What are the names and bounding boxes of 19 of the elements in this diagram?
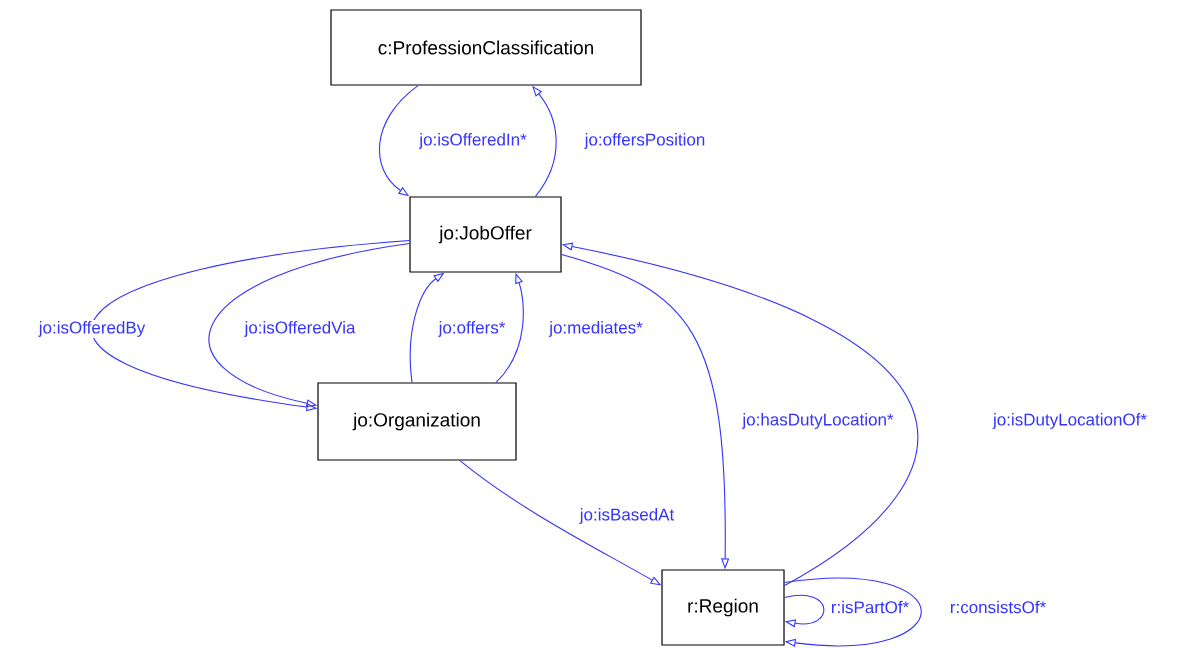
edge-label: jo:offersPosition	[583, 132, 707, 150]
class-box: jo:JobOffer	[409, 196, 562, 273]
edge-label: r:isPartOf*	[829, 599, 911, 615]
arrow	[784, 594, 825, 628]
edge-label: jo:isOfferedIn*	[418, 132, 528, 150]
class-box: c:ProfessionClassification	[330, 9, 642, 86]
edge-label: jo:hasDutyLocation*	[741, 412, 895, 430]
edge-label: jo:isOfferedVia	[243, 320, 357, 338]
edge-label: jo:isBasedAt	[578, 507, 676, 525]
edge-label: jo:offers*	[437, 320, 507, 338]
arrow	[784, 577, 922, 648]
edge-label: jo:isOfferedBy	[37, 320, 147, 338]
edge-label: jo:mediates*	[548, 320, 644, 338]
class-box: jo:Organization	[317, 382, 517, 461]
edge-label: jo:isDutyLocationOf*	[992, 412, 1148, 430]
arrow	[378, 85, 419, 197]
edge-label: r:consistsOf*	[948, 599, 1048, 615]
arrow	[208, 242, 410, 408]
class-box: r:Region	[661, 569, 785, 646]
